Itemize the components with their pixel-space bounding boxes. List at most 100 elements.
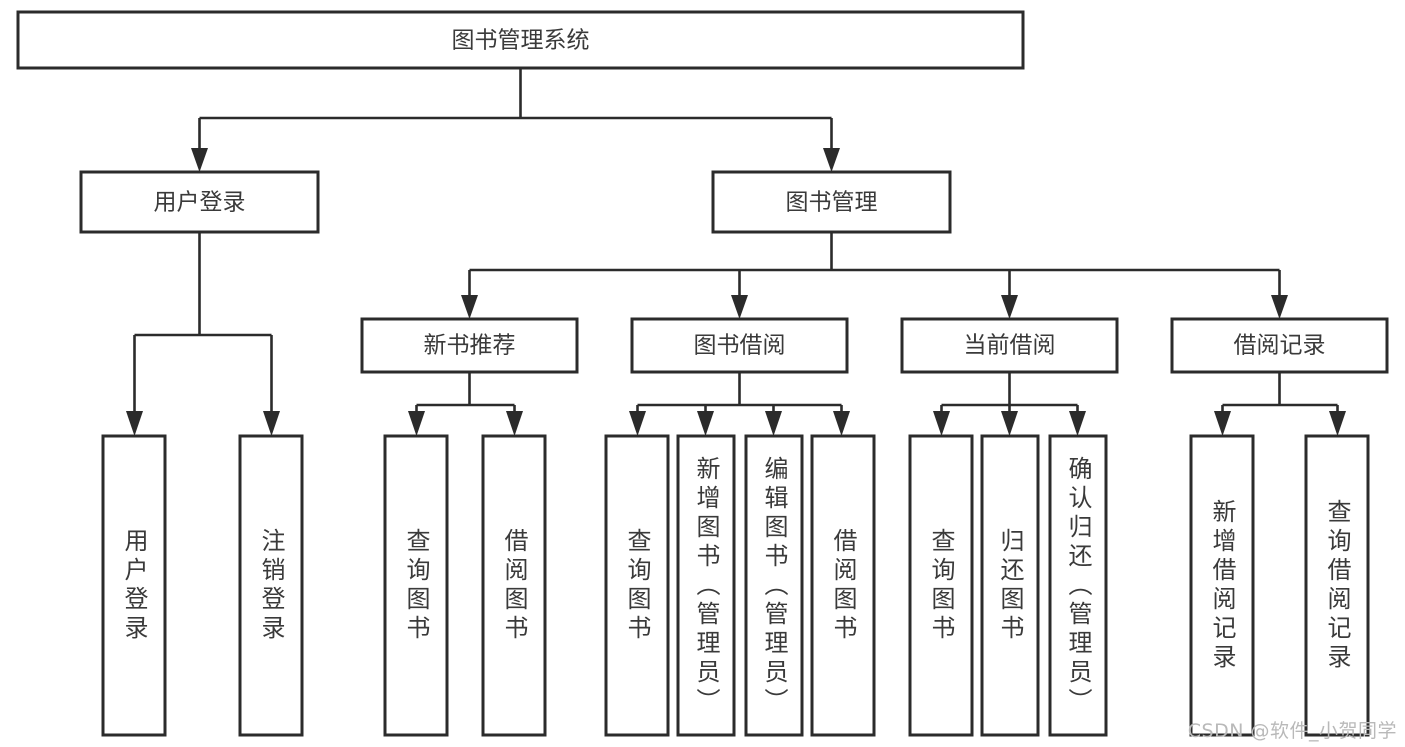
node-book-manage-label: 图书管理 <box>786 190 878 216</box>
leaf-add-book-admin-box[interactable] <box>676 434 736 737</box>
node-user-login[interactable]: 用户登录 <box>79 170 320 234</box>
leaf-user-login-box[interactable] <box>101 434 167 737</box>
connector-group-book-borrow <box>629 372 850 436</box>
leaf-query-borrow-record-label: 查询借阅记录 <box>1323 498 1351 673</box>
leaf-borrow-book-label: 借阅图书 <box>829 527 857 644</box>
leaf-return-book-label: 归还图书 <box>996 527 1024 644</box>
leaf-borrow-book[interactable]: 借阅图书 <box>810 434 876 737</box>
leaf-confirm-return-admin[interactable]: 确认归还（管理员） <box>1048 434 1108 737</box>
node-borrow-record[interactable]: 借阅记录 <box>1170 317 1389 374</box>
leaf-current-query-book[interactable]: 查询图书 <box>908 434 974 737</box>
leaf-borrow-book-label-wrap: 借阅图书 <box>813 437 873 734</box>
connector-group-user-login <box>126 232 280 436</box>
node-book-borrow[interactable]: 图书借阅 <box>630 317 849 374</box>
leaf-confirm-return-admin-box[interactable] <box>1048 434 1108 737</box>
arrow-user-leaf-2 <box>263 411 280 436</box>
leaf-logout-box[interactable] <box>238 434 304 737</box>
node-root-label: 图书管理系统 <box>452 28 590 54</box>
arrow-borrow-leaf-4 <box>833 411 850 436</box>
node-borrow-record-box[interactable] <box>1170 317 1389 374</box>
leaf-recommend-query-book-box[interactable] <box>383 434 449 737</box>
arrow-current-leaf-2 <box>1001 411 1018 436</box>
arrow-book-child-4 <box>1271 295 1288 319</box>
leaf-current-query-book-label-wrap: 查询图书 <box>911 437 971 734</box>
leaf-recommend-borrow-book-label-wrap: 借阅图书 <box>484 437 544 734</box>
node-new-book-recommend-label: 新书推荐 <box>424 333 516 359</box>
arrow-root-to-user <box>191 148 208 172</box>
leaf-add-borrow-record-label-wrap: 新增借阅记录 <box>1192 437 1252 734</box>
arrow-newbook-leaf-1 <box>408 411 425 436</box>
leaf-add-book-admin-label: 新增图书（管理员） <box>692 456 720 717</box>
leaf-edit-book-admin-label-wrap: 编辑图书（管理员） <box>747 440 801 733</box>
leaf-logout-label-wrap: 注销登录 <box>241 437 301 734</box>
node-user-login-box[interactable] <box>79 170 320 234</box>
leaf-add-borrow-record-label: 新增借阅记录 <box>1208 498 1236 673</box>
connector-group-root <box>191 68 840 172</box>
node-book-manage-box[interactable] <box>711 170 952 234</box>
leaf-add-borrow-record[interactable]: 新增借阅记录 <box>1189 434 1255 737</box>
leaf-user-login-label: 用户登录 <box>120 527 148 644</box>
leaf-edit-book-admin-label: 编辑图书（管理员） <box>760 456 788 717</box>
arrow-newbook-leaf-2 <box>506 411 523 436</box>
leaf-borrow-query-book-label: 查询图书 <box>623 527 651 644</box>
leaf-confirm-return-admin-label: 确认归还（管理员） <box>1064 456 1092 717</box>
leaf-add-book-admin-label-wrap: 新增图书（管理员） <box>679 440 733 733</box>
leaf-edit-book-admin[interactable]: 编辑图书（管理员） <box>744 434 804 737</box>
arrow-borrow-leaf-2 <box>697 411 714 436</box>
leaf-recommend-borrow-book-label: 借阅图书 <box>500 527 528 644</box>
arrow-book-child-2 <box>731 295 748 319</box>
node-new-book-recommend-box[interactable] <box>360 317 579 374</box>
node-current-borrow-box[interactable] <box>900 317 1119 374</box>
node-book-manage[interactable]: 图书管理 <box>711 170 952 234</box>
arrow-borrow-leaf-3 <box>765 411 782 436</box>
connector-group-borrow-record <box>1214 372 1346 436</box>
node-root[interactable]: 图书管理系统 <box>16 10 1025 70</box>
leaf-logout[interactable]: 注销登录 <box>238 434 304 737</box>
arrow-borrow-leaf-1 <box>629 411 646 436</box>
leaf-user-login[interactable]: 用户登录 <box>101 434 167 737</box>
leaf-query-borrow-record-box[interactable] <box>1304 434 1370 737</box>
leaf-borrow-query-book-box[interactable] <box>604 434 670 737</box>
node-current-borrow[interactable]: 当前借阅 <box>900 317 1119 374</box>
connector-group-current-borrow <box>933 372 1086 436</box>
leaf-user-login-label-wrap: 用户登录 <box>104 437 164 734</box>
leaf-recommend-borrow-book[interactable]: 借阅图书 <box>481 434 547 737</box>
leaf-recommend-borrow-book-box[interactable] <box>481 434 547 737</box>
leaf-add-book-admin[interactable]: 新增图书（管理员） <box>676 434 736 737</box>
arrow-current-leaf-1 <box>933 411 950 436</box>
arrow-current-leaf-3 <box>1069 411 1086 436</box>
leaf-logout-label: 注销登录 <box>257 527 285 644</box>
leaf-recommend-query-book-label: 查询图书 <box>402 527 430 644</box>
node-borrow-record-label: 借阅记录 <box>1234 333 1326 359</box>
arrow-record-leaf-2 <box>1329 411 1346 436</box>
node-root-box[interactable] <box>16 10 1025 70</box>
leaf-return-book-box[interactable] <box>980 434 1040 737</box>
leaf-query-borrow-record-label-wrap: 查询借阅记录 <box>1307 437 1367 734</box>
leaf-recommend-query-book[interactable]: 查询图书 <box>383 434 449 737</box>
leaf-borrow-query-book[interactable]: 查询图书 <box>604 434 670 737</box>
leaf-borrow-book-box[interactable] <box>810 434 876 737</box>
leaf-add-borrow-record-box[interactable] <box>1189 434 1255 737</box>
leaf-return-book[interactable]: 归还图书 <box>980 434 1040 737</box>
node-book-borrow-box[interactable] <box>630 317 849 374</box>
arrow-record-leaf-1 <box>1214 411 1231 436</box>
node-user-login-label: 用户登录 <box>154 190 246 216</box>
leaf-borrow-query-book-label-wrap: 查询图书 <box>607 437 667 734</box>
node-current-borrow-label: 当前借阅 <box>964 333 1056 359</box>
leaf-return-book-label-wrap: 归还图书 <box>983 437 1037 734</box>
node-book-borrow-label: 图书借阅 <box>694 333 786 359</box>
arrow-user-leaf-1 <box>126 411 143 436</box>
arrow-root-to-book <box>823 148 840 172</box>
arrow-book-child-3 <box>1001 295 1018 319</box>
leaf-confirm-return-admin-label-wrap: 确认归还（管理员） <box>1051 440 1105 733</box>
node-new-book-recommend[interactable]: 新书推荐 <box>360 317 579 374</box>
connector-group-new-book <box>408 372 523 436</box>
leaf-query-borrow-record[interactable]: 查询借阅记录 <box>1304 434 1370 737</box>
arrow-book-child-1 <box>461 295 478 319</box>
leaf-current-query-book-box[interactable] <box>908 434 974 737</box>
leaf-recommend-query-book-label-wrap: 查询图书 <box>386 437 446 734</box>
leaf-edit-book-admin-box[interactable] <box>744 434 804 737</box>
connector-group-book-manage <box>461 232 1288 319</box>
